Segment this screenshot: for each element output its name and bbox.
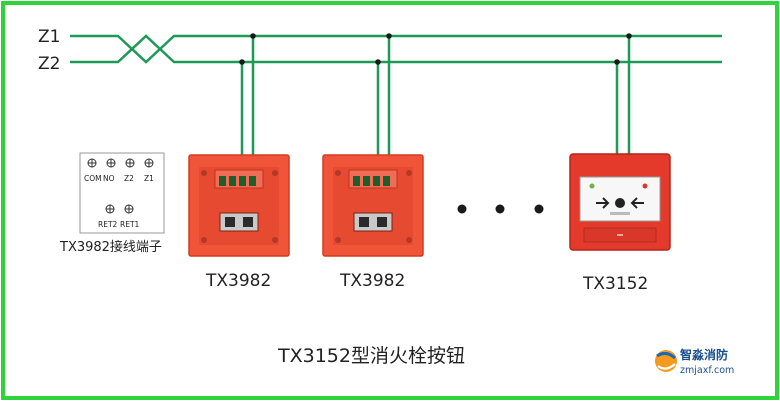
screw-icon-row-bottom [105,204,134,214]
tx3152-hydrant-button [569,153,671,251]
device-label-3: TX3152 [582,274,648,294]
terminal-diagram: COM NO Z2 Z1 RET2 RET1 [79,152,165,234]
terminal-label-z1: Z1 [144,174,154,183]
diagram-title: TX3152型消火栓按钮 [277,345,465,367]
bus-z1-label: Z1 [38,27,60,47]
device-label-1: TX3982 [205,271,271,291]
junction-dots [239,33,632,65]
terminal-label-no: NO [103,174,115,183]
drop-wires [240,36,631,172]
ellipsis-dots [457,204,544,214]
watermark-brand: 智淼消防 [679,347,728,362]
screw-icon-row-top [87,158,154,168]
terminal-label-ret1: RET1 [120,220,140,229]
bus-z1-line [70,34,722,64]
tx3982-module-1 [188,154,290,257]
bus-z2-line [70,34,722,64]
tx3982-module-2 [322,154,424,257]
watermark-url: zmjaxf.com [680,365,734,376]
bus-z2-label: Z2 [38,54,60,74]
terminal-label-ret2: RET2 [98,220,118,229]
terminal-label-z2: Z2 [124,174,134,183]
watermark: 智淼消防 zmjaxf.com [655,347,734,376]
terminal-label-com: COM [84,174,102,183]
device-label-2: TX3982 [339,271,405,291]
terminal-caption: TX3982接线端子 [59,239,162,255]
bus-lines [70,34,722,64]
brand-logo-icon [655,350,677,372]
